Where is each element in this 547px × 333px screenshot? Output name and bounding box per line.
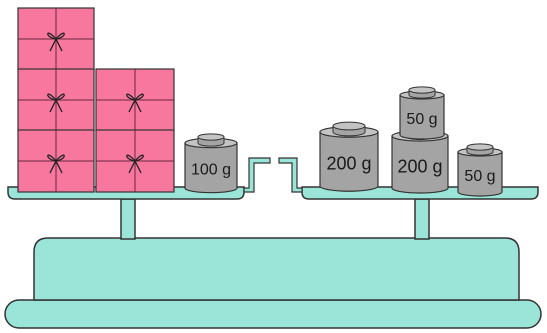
gift-box — [17, 129, 95, 193]
gift-box — [95, 129, 175, 193]
weight-block: 200 g — [319, 121, 379, 192]
gift-box — [95, 68, 175, 132]
bow-icon — [126, 154, 144, 174]
bow-icon — [47, 32, 65, 52]
weight-block: 50 g — [399, 86, 445, 140]
bow-icon — [47, 154, 65, 174]
right-pan-pointer — [278, 157, 303, 193]
scale-housing — [33, 237, 520, 301]
gift-box — [17, 68, 95, 132]
gift-boxes — [17, 7, 175, 193]
weight-label: 50 g — [406, 111, 437, 128]
left-pan-pointer — [243, 157, 271, 193]
weight-label: 200 g — [397, 156, 442, 176]
gift-box — [17, 7, 95, 71]
bow-icon — [126, 93, 144, 113]
weight-label: 50 g — [464, 168, 495, 185]
scale-body — [4, 157, 542, 329]
weights: 100 g 200 g 200 g 50 g 50 g — [184, 86, 503, 197]
right-pan-stem — [414, 198, 430, 240]
left-pan-stem — [120, 198, 136, 240]
weight-block: 50 g — [457, 143, 503, 197]
bow-icon — [47, 93, 65, 113]
weight-label: 200 g — [326, 154, 371, 174]
weight-label: 100 g — [191, 162, 231, 179]
scale-base — [4, 299, 542, 329]
weight-block: 100 g — [184, 133, 238, 194]
